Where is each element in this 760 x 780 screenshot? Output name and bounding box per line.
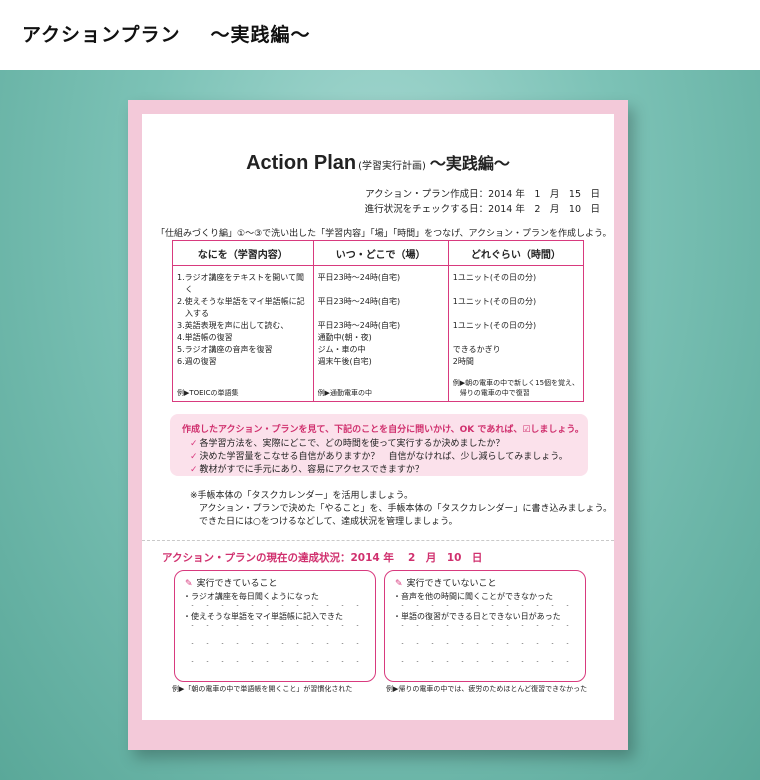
col-where: 平日23時〜24時(自宅) 平日23時〜24時(自宅) 平日23時〜24時(自宅… bbox=[312, 265, 449, 402]
pencil-icon: ✎ bbox=[395, 579, 403, 589]
col-howmuch: 1ユニット(その日の分) 1ユニット(その日の分) 1ユニット(その日の分) で… bbox=[447, 265, 585, 402]
done-panel: ✎実行できていること ・ラジオ講座を毎日聞くようになった ・使えそうな単語をマイ… bbox=[174, 570, 376, 682]
dotted-line bbox=[185, 661, 365, 662]
header-where: いつ・どこで（場） bbox=[312, 240, 449, 266]
page-title: アクションプラン〜実践編〜 bbox=[22, 24, 311, 46]
check-lead: 作成したアクション・プランを見て、下記のことを自分に問いかけ、OK であれば、☑… bbox=[182, 425, 584, 435]
dotted-line bbox=[395, 661, 575, 662]
dotted-line bbox=[395, 605, 575, 606]
dotted-line bbox=[185, 605, 365, 606]
dotted-line bbox=[185, 643, 365, 644]
done-example: 例▶「朝の電車の中で単語帳を開くこと」が習慣化された bbox=[172, 685, 353, 693]
checkmark-icon: ✓ bbox=[190, 439, 198, 449]
header-what: なにを（学習内容） bbox=[172, 240, 314, 266]
dotted-line bbox=[395, 625, 575, 626]
created-date: アクション・プラン作成日：2014 年 1 月 15 日 bbox=[365, 189, 600, 200]
action-plan-sheet: Action Plan(学習実行計画)〜実践編〜 アクション・プラン作成日：20… bbox=[128, 100, 628, 750]
example-howmuch: 例▶朝の電車の中で新しく15個を覚え、 帰りの電車の中で復習 bbox=[452, 379, 580, 397]
self-check-box: 作成したアクション・プランを見て、下記のことを自分に問いかけ、OK であれば、☑… bbox=[170, 414, 588, 476]
example-where: 例▶通勤電車の中 bbox=[317, 389, 372, 397]
doc-title: Action Plan(学習実行計画)〜実践編〜 bbox=[246, 152, 510, 174]
example-what: 例▶TOEICの単語集 bbox=[177, 389, 239, 397]
page-header: アクションプラン〜実践編〜 bbox=[0, 0, 760, 70]
notes: ※手帳本体の「タスクカレンダー」を活用しましょう。 アクション・プランで決めた「… bbox=[190, 491, 613, 527]
not-done-panel: ✎実行できていないこと ・音声を他の時間に聞くことができなかった ・単語の復習が… bbox=[384, 570, 586, 682]
col-what: 1.ラジオ講座をテキストを開いて聞 く 2.使えそうな単語をマイ単語帳に記 入す… bbox=[172, 265, 314, 402]
dotted-line bbox=[395, 643, 575, 644]
status-heading: アクション・プランの現在の達成状況：2014 年 2 月 10 日 bbox=[162, 552, 483, 564]
check-item[interactable]: ✓決めた学習量をこなせる自信がありますか？ 自信がなければ、少し減らしてみましょ… bbox=[190, 452, 568, 462]
pencil-icon: ✎ bbox=[185, 579, 193, 589]
section-divider bbox=[142, 540, 614, 541]
check-item[interactable]: ✓各学習方法を、実際にどこで、どの時間を使って実行するか決めましたか？ bbox=[190, 439, 505, 449]
check-date: 進行状況をチェックする日：2014 年 2 月 10 日 bbox=[364, 204, 600, 215]
not-done-example: 例▶帰りの電車の中では、疲労のためほとんど復習できなかった bbox=[386, 685, 588, 693]
intro-text: 「仕組みづくり編」①〜③で洗い出した「学習内容」「場」「時間」をつなげ、アクショ… bbox=[156, 229, 612, 239]
header-howmuch: どれぐらい（時間） bbox=[447, 240, 585, 266]
dotted-line bbox=[185, 625, 365, 626]
check-item[interactable]: ✓教材がすでに手元にあり、容易にアクセスできますか？ bbox=[190, 465, 424, 475]
plan-table: なにを（学習内容） いつ・どこで（場） どれぐらい（時間） 1.ラジオ講座をテキ… bbox=[172, 240, 585, 402]
checkmark-icon: ✓ bbox=[190, 452, 198, 462]
checkmark-icon: ✓ bbox=[190, 465, 198, 475]
sheet-inner: Action Plan(学習実行計画)〜実践編〜 アクション・プラン作成日：20… bbox=[142, 114, 614, 720]
